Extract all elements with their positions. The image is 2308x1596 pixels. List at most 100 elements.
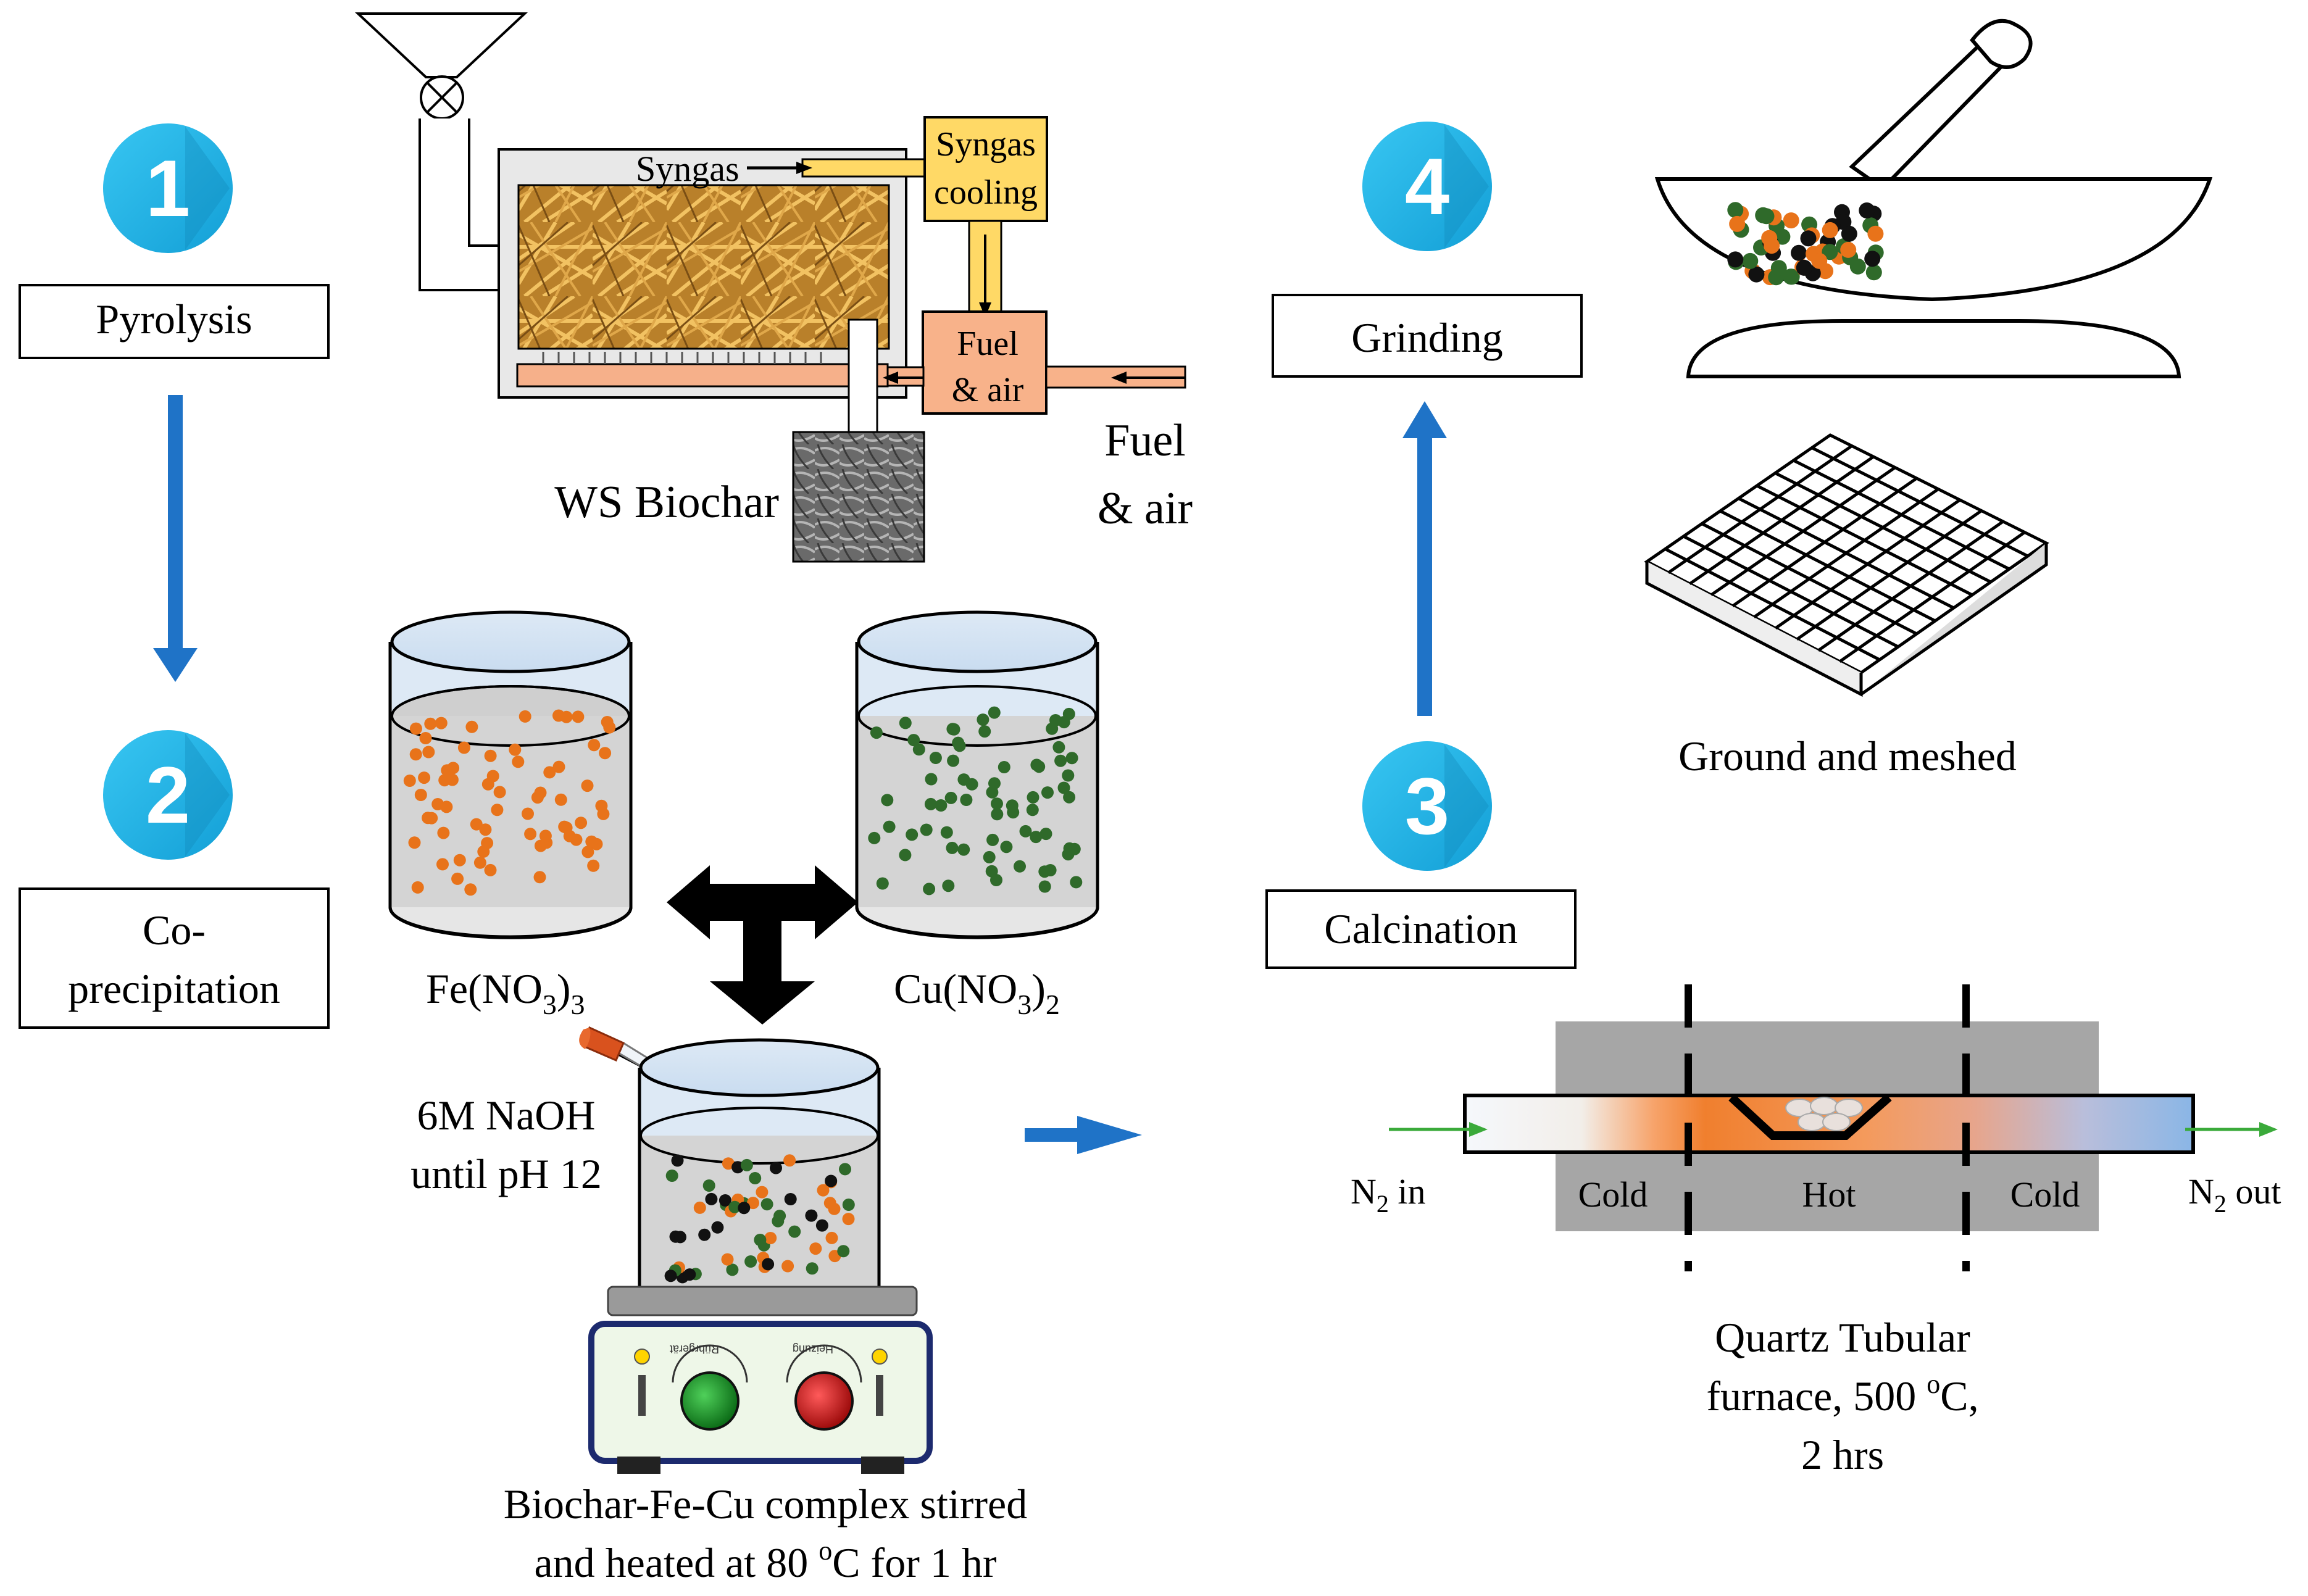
particle: [1800, 230, 1817, 247]
particle: [693, 1201, 706, 1214]
particle: [493, 786, 506, 799]
particle: [957, 843, 970, 856]
ws-biochar-label: WS Biochar: [554, 477, 779, 528]
particle: [1027, 791, 1039, 804]
feed-hopper: [354, 12, 528, 78]
particle: [722, 1157, 735, 1170]
particle: [481, 778, 494, 791]
fe-particles: [403, 709, 616, 896]
particle: [756, 1186, 769, 1199]
particle: [1000, 841, 1013, 854]
particle: [425, 812, 438, 825]
particle: [960, 794, 973, 806]
particle: [1770, 260, 1787, 276]
rpm-knob[interactable]: [680, 1371, 739, 1431]
particle: [772, 1215, 785, 1228]
ground-particles: [1727, 202, 1884, 286]
particle: [983, 850, 996, 863]
particle: [944, 791, 957, 804]
particle: [749, 1172, 762, 1184]
heat-lamp-icon: [872, 1349, 888, 1365]
syngas-cooling-box: [923, 116, 1048, 222]
particle: [740, 1158, 753, 1171]
particle: [572, 710, 585, 723]
particle: [711, 1221, 724, 1234]
arrow-step2-to-step3: [1025, 1116, 1142, 1154]
particle: [414, 789, 427, 801]
step-3-number: 3: [1405, 761, 1449, 851]
particle: [806, 1262, 819, 1275]
mesh-sieve-icon: [1644, 433, 2049, 697]
hotplate-stirrer: Rührgerät Heizung: [588, 1286, 933, 1474]
particle: [781, 1260, 794, 1273]
particle: [925, 773, 938, 786]
particle: [484, 749, 497, 762]
particle: [671, 1154, 684, 1167]
fuel-air-box-line1: Fuel: [957, 325, 1019, 363]
fuel-air-inlet-line1: Fuel: [1104, 415, 1186, 466]
particle: [899, 849, 912, 862]
fuel-air-box: [922, 310, 1048, 415]
particle: [539, 829, 552, 842]
step-1-badge: 1: [103, 123, 233, 253]
particle: [817, 1184, 830, 1197]
particle: [809, 1242, 822, 1255]
particle: [702, 1179, 715, 1192]
particle: [1038, 880, 1051, 893]
particle: [839, 1163, 851, 1176]
naoh-line1: 6M NaOH: [417, 1092, 596, 1139]
n2-inlet-arrow: [1389, 1122, 1488, 1137]
step-4-number: 4: [1405, 141, 1449, 231]
calcination-caption-line3: 2 hrs: [1801, 1431, 1884, 1478]
particle: [543, 766, 556, 779]
particle: [599, 747, 612, 760]
particle: [1014, 860, 1026, 873]
particle: [440, 800, 453, 813]
particle: [1867, 225, 1884, 242]
particle: [1783, 212, 1799, 229]
particle: [1065, 752, 1078, 765]
particle: [597, 807, 610, 820]
calcination-caption-line1: Quartz Tubular: [1715, 1314, 1970, 1361]
particle: [946, 723, 959, 736]
particle: [436, 858, 449, 871]
particle: [479, 823, 492, 836]
particle: [1006, 799, 1019, 812]
particle: [465, 720, 478, 733]
n2-in-label: N2 in: [1351, 1171, 1426, 1218]
particle: [912, 743, 925, 756]
particle: [470, 818, 483, 831]
particle: [522, 807, 534, 820]
particle: [881, 794, 894, 807]
particle: [784, 1193, 797, 1205]
particle: [473, 856, 486, 869]
particle: [581, 779, 594, 792]
cold-zone-left: Cold: [1578, 1174, 1648, 1215]
particle: [1791, 244, 1807, 261]
particle: [1761, 230, 1778, 246]
temperature-knob[interactable]: [794, 1371, 854, 1431]
particle: [923, 883, 936, 896]
particle: [728, 1200, 741, 1213]
particle: [783, 1154, 796, 1167]
particle: [842, 1213, 855, 1226]
mixed-beaker: [638, 1038, 881, 1296]
particle: [870, 726, 883, 739]
step-1-label: Pyrolysis: [96, 296, 252, 343]
particle: [435, 717, 448, 729]
particle: [403, 775, 416, 787]
particle: [558, 820, 571, 833]
particle: [1859, 202, 1875, 218]
particle: [698, 1228, 711, 1241]
particle: [1033, 760, 1046, 773]
particle: [453, 854, 466, 867]
particle: [1748, 266, 1765, 283]
step-2-label-box: Co- precipitation: [19, 887, 330, 1029]
calcination-caption-line2: furnace, 500 oC,: [1706, 1369, 1978, 1419]
particle: [674, 1231, 686, 1244]
particle: [533, 871, 546, 884]
particle: [683, 1268, 696, 1281]
particle: [738, 1202, 751, 1215]
particle: [419, 732, 432, 744]
particle: [601, 716, 614, 728]
